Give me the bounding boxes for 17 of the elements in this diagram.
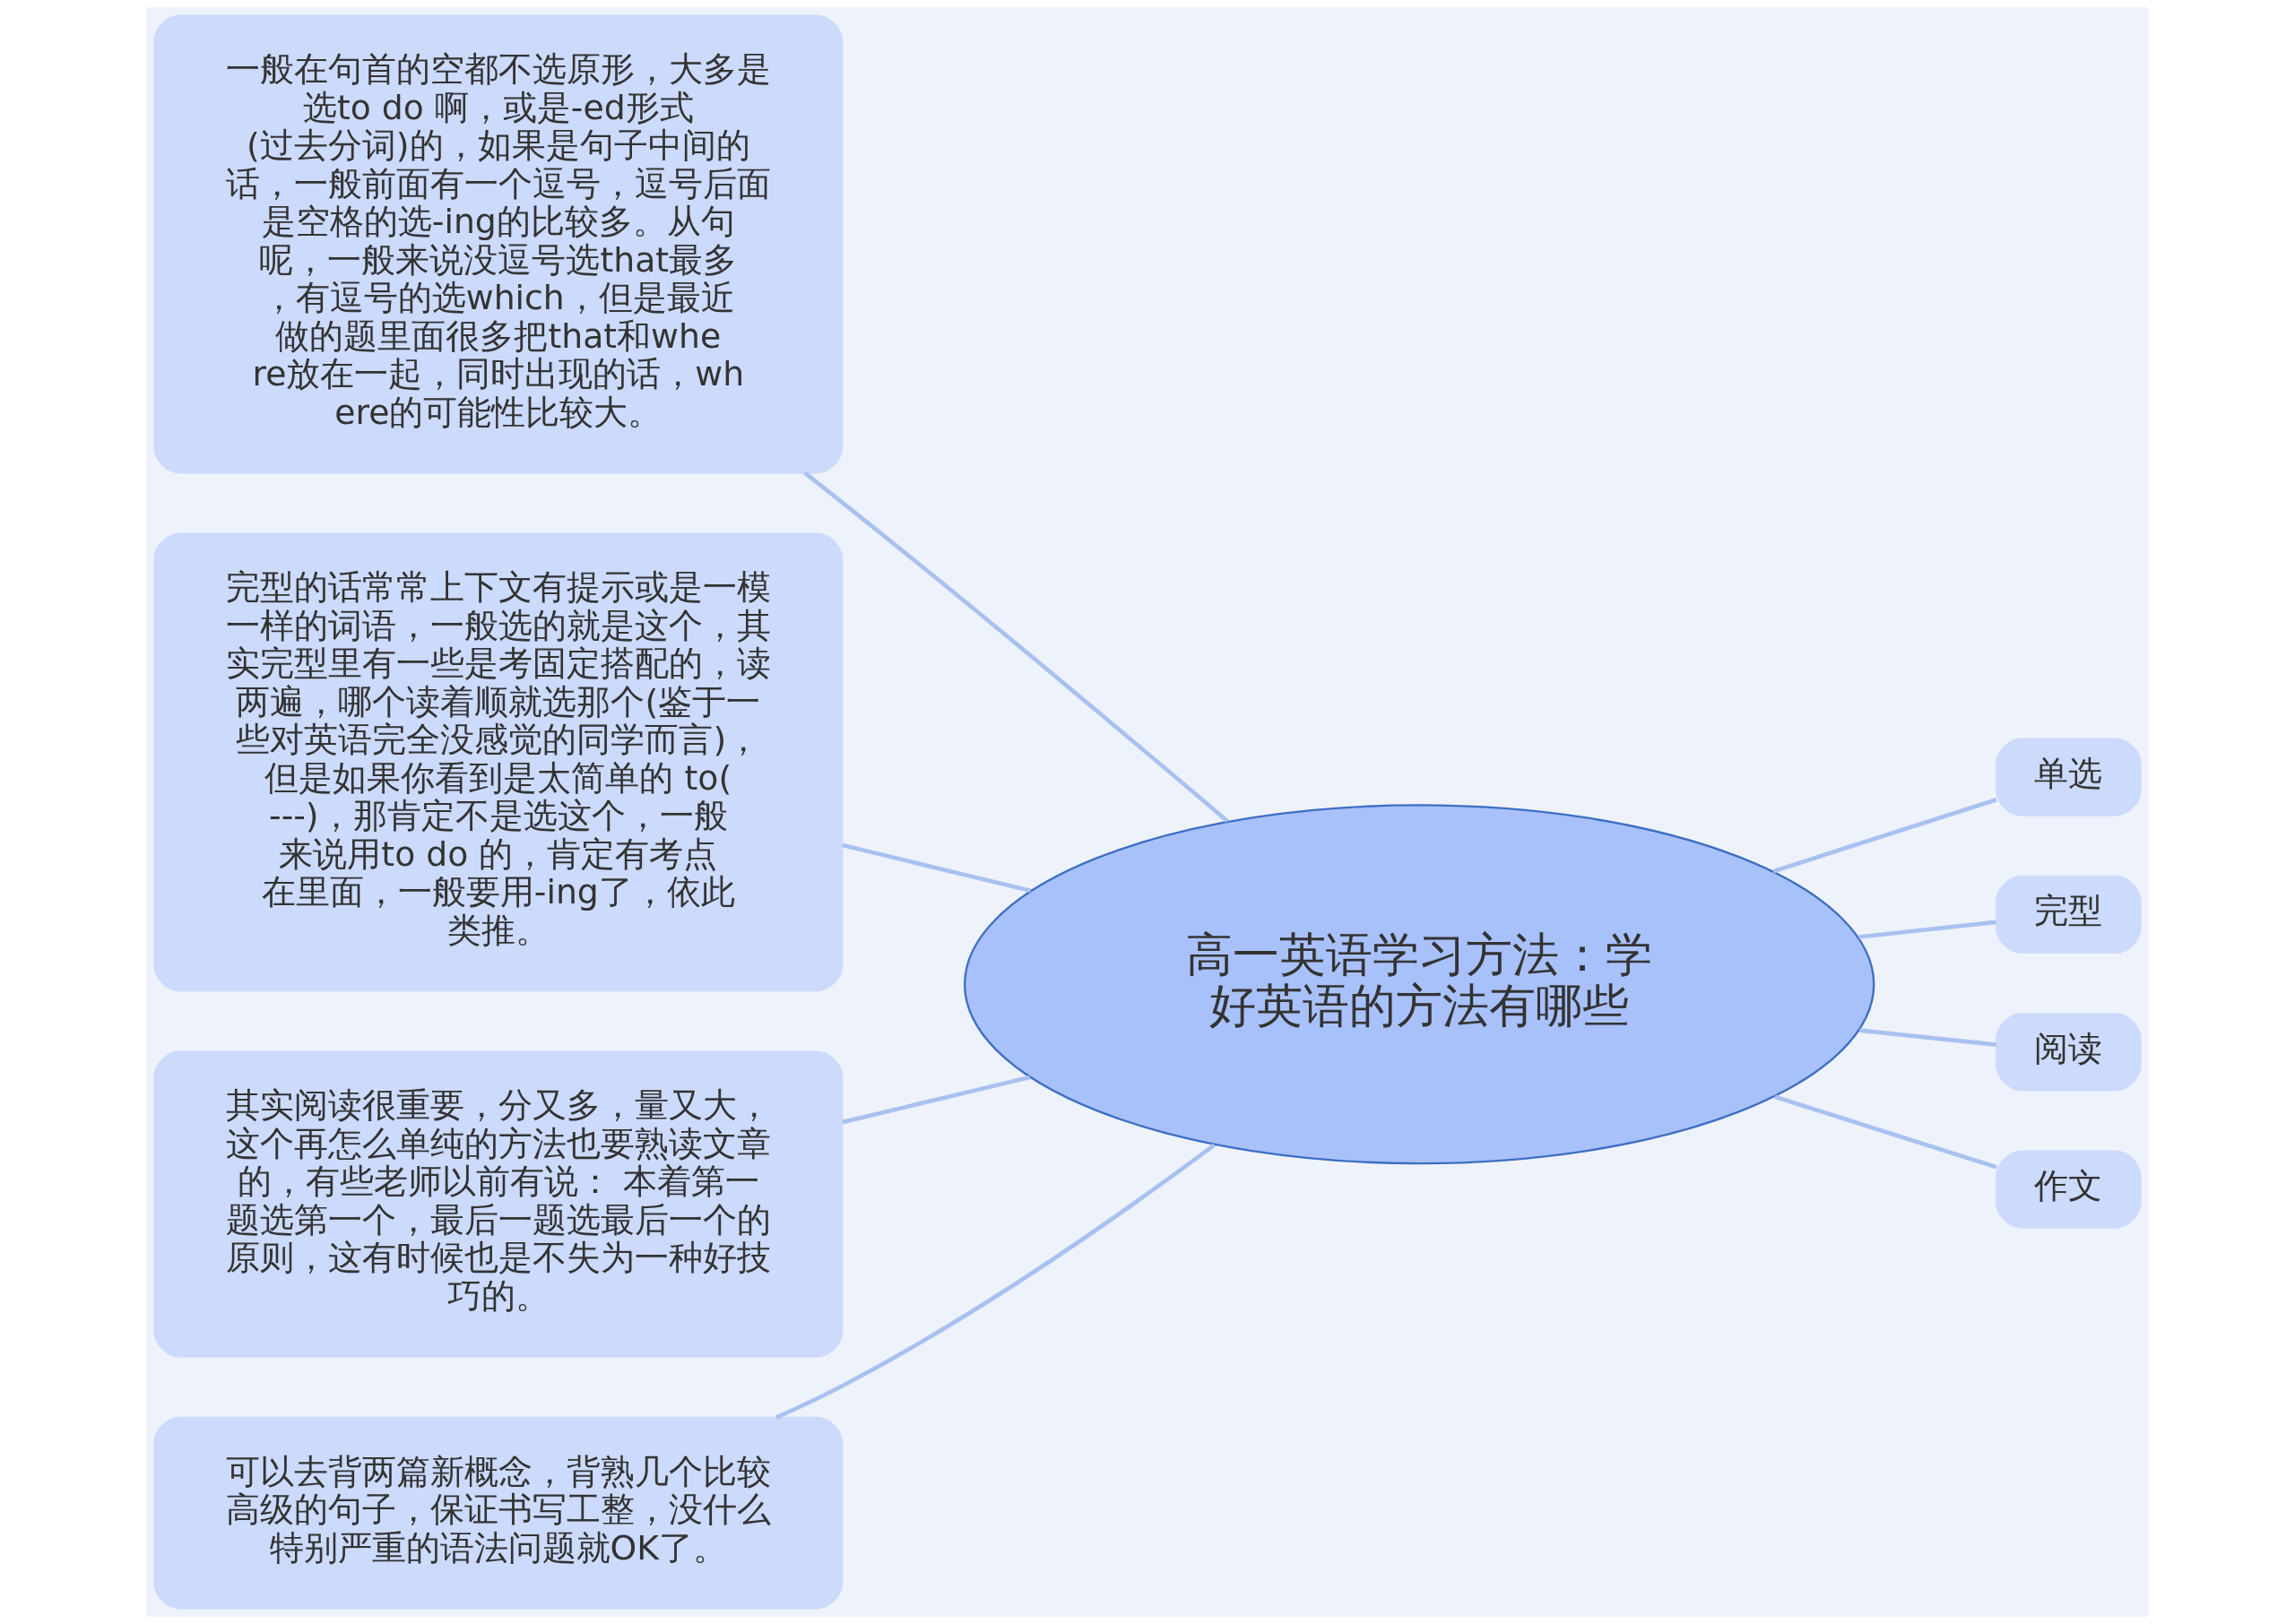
node-box: 其实阅读很重要，分又多，量又大，这个再怎么单纯的方法也要熟读文章的，有些老师以前有说： 本着第一题选第一个，最后一题选最后一个的原则，这有时候也是不失为一种好技巧的。 bbox=[153, 1050, 844, 1358]
connector bbox=[842, 1075, 1031, 1125]
connector bbox=[842, 842, 1032, 894]
node-box: 可以去背两篇新概念，背熟几个比较高级的句子，保证书写工整，没什么特别严重的语法问题就OK了。 bbox=[153, 1416, 844, 1610]
connector bbox=[1772, 797, 1997, 874]
connector bbox=[1774, 1094, 1997, 1170]
node-box: 一般在句首的空都不选原形，大多是选to do 啊，或是-ed形式(过去分词)的，如果是句子中间的话，一般前面有一个逗号，逗号后面是空格的选-ing的比较多。从句呢，一般来说没逗号选that最多，有逗号的选which，但是最近做的题里面很多把that和where放在一起，同时出现的话，where的可能性比较大。 bbox=[153, 14, 844, 474]
connector bbox=[803, 471, 1229, 824]
node-box: 完型的话常常上下文有提示或是一模一样的词语，一般选的就是这个，其实完型里有一些是考固定搭配的，读两遍，哪个读着顺就选那个(鉴于一些对英语完全没感觉的同学而言)，但是如果你看到是太简单的 to(---)，那肯定不是选这个，一般来说用to do 的，肯定有考点在里面，一般要用-ing了，依此类推。 bbox=[153, 532, 844, 992]
node-box: 阅读 bbox=[1995, 1013, 2142, 1092]
connector bbox=[1859, 1028, 1996, 1047]
node-box: 单选 bbox=[1995, 738, 2142, 816]
connector bbox=[1858, 920, 1996, 939]
node-box: 作文 bbox=[1995, 1150, 2142, 1229]
connector bbox=[775, 1143, 1216, 1420]
node-box: 完型 bbox=[1995, 875, 2142, 955]
node-ellipse: 高一英语学习方法：学好英语的方法有哪些 bbox=[963, 804, 1875, 1165]
